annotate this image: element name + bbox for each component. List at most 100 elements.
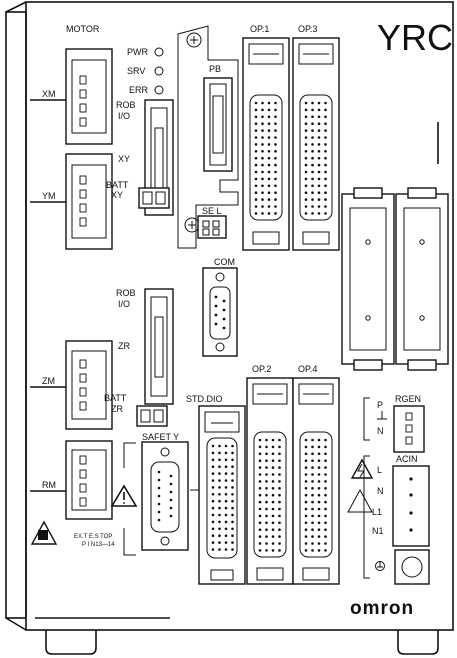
motor-connector-ym[interactable] [30,153,113,250]
op2-connector[interactable] [246,377,294,585]
pin-dot [304,184,308,188]
pin-dot [304,205,308,208]
ext-estop-pins: P I N13—14 [82,542,115,548]
pin-dot [311,136,314,139]
pin-dot [274,163,277,167]
pin-dot [324,473,327,476]
rgen-connector[interactable] [393,405,425,453]
rgen-bracket [363,397,370,441]
battery-holder-right[interactable] [395,187,449,371]
pin-dot [231,493,234,496]
pin-dot [211,534,215,537]
pin-dot [231,479,234,482]
pin-dot [254,177,258,181]
motor-connector-rm[interactable] [30,440,113,520]
pin-dot [317,528,321,531]
battery-connector-zr[interactable] [136,405,168,427]
motor-connector-xm[interactable] [30,48,113,145]
com-label: COM [214,257,235,267]
pin-dot [218,499,221,503]
pin-dot [274,170,277,174]
pin-dot [311,198,314,201]
pin-dot [274,205,277,208]
pin-dot [274,198,277,201]
ground-icon [377,411,387,420]
pin-dot [311,452,314,456]
pin-dot [304,487,308,490]
motor-connector-zm[interactable] [30,340,113,430]
pin-dot [211,472,215,475]
pin-dot [265,445,268,449]
pin-dot [324,500,327,504]
pin-dot [231,513,234,517]
battery-connector-xy[interactable] [138,187,170,209]
op4-connector[interactable] [292,377,340,585]
pin-dot [211,493,215,496]
pin-dot [317,535,321,538]
safety-bracket [123,442,136,556]
pin-dot [278,521,281,525]
rgen-terminal-n: N [377,426,384,436]
pin-dot [324,129,327,132]
pin-dot [278,542,281,545]
pin-dot [254,198,258,201]
op1-connector[interactable] [242,37,290,251]
com-connector[interactable] [202,267,238,357]
pin-dot [271,521,275,525]
pin-dot [271,514,275,518]
safety-connector[interactable] [141,441,189,551]
pin-dot [267,170,271,174]
batt-xy-axis-label: XY [111,190,123,200]
pin-dot [311,108,314,112]
std-dio-connector[interactable] [198,405,246,585]
pin-dot [304,535,308,538]
pin-dot [317,108,321,112]
op3-connector[interactable] [292,37,340,251]
pin-dot [261,150,264,153]
pb-connector[interactable] [203,77,233,172]
pin-dot [274,129,277,132]
pin-dot [231,465,234,469]
pin-dot [304,115,308,119]
pin-dot [271,493,275,497]
port-label-zm: ZM [42,376,55,386]
ground-terminal[interactable] [394,549,430,585]
pin-dot [267,101,271,105]
pin-dot [224,465,228,469]
pin-dot [324,212,327,215]
pin-dot [258,521,262,525]
pin-dot [278,445,281,449]
pin-dot [324,438,327,442]
sel-connector[interactable] [197,215,227,239]
pin-dot [274,212,277,215]
pin-dot [265,466,268,469]
acin-connector[interactable] [392,465,430,547]
pin-dot [304,156,308,160]
pin-dot [324,150,327,153]
pin-dot [231,520,234,524]
pin-dot [317,459,321,463]
pin-dot [231,486,234,489]
rob-io-zr-connector[interactable] [144,288,174,405]
ext-estop-note: EX.T E.S TOP [74,534,112,540]
pin-dot [261,184,264,188]
pin-dot [218,513,221,517]
feet [45,630,439,655]
motor-title: MOTOR [66,24,100,34]
pin-dot [274,156,277,160]
pb-cover-plate [177,25,239,249]
pin-dot [224,472,228,475]
pin-dot [231,541,234,544]
pin-dot [224,506,228,510]
pin-dot [224,548,228,551]
battery-holder-left[interactable] [341,187,395,371]
pin-dot [265,473,268,476]
pin-dot [265,507,268,511]
pin-dot [324,191,327,194]
pin-dot [311,500,314,504]
pin-dot [224,479,228,482]
pin-dot [317,473,321,476]
pin-dot [267,191,271,194]
pin-dot [317,150,321,153]
pin-dot [274,101,277,105]
